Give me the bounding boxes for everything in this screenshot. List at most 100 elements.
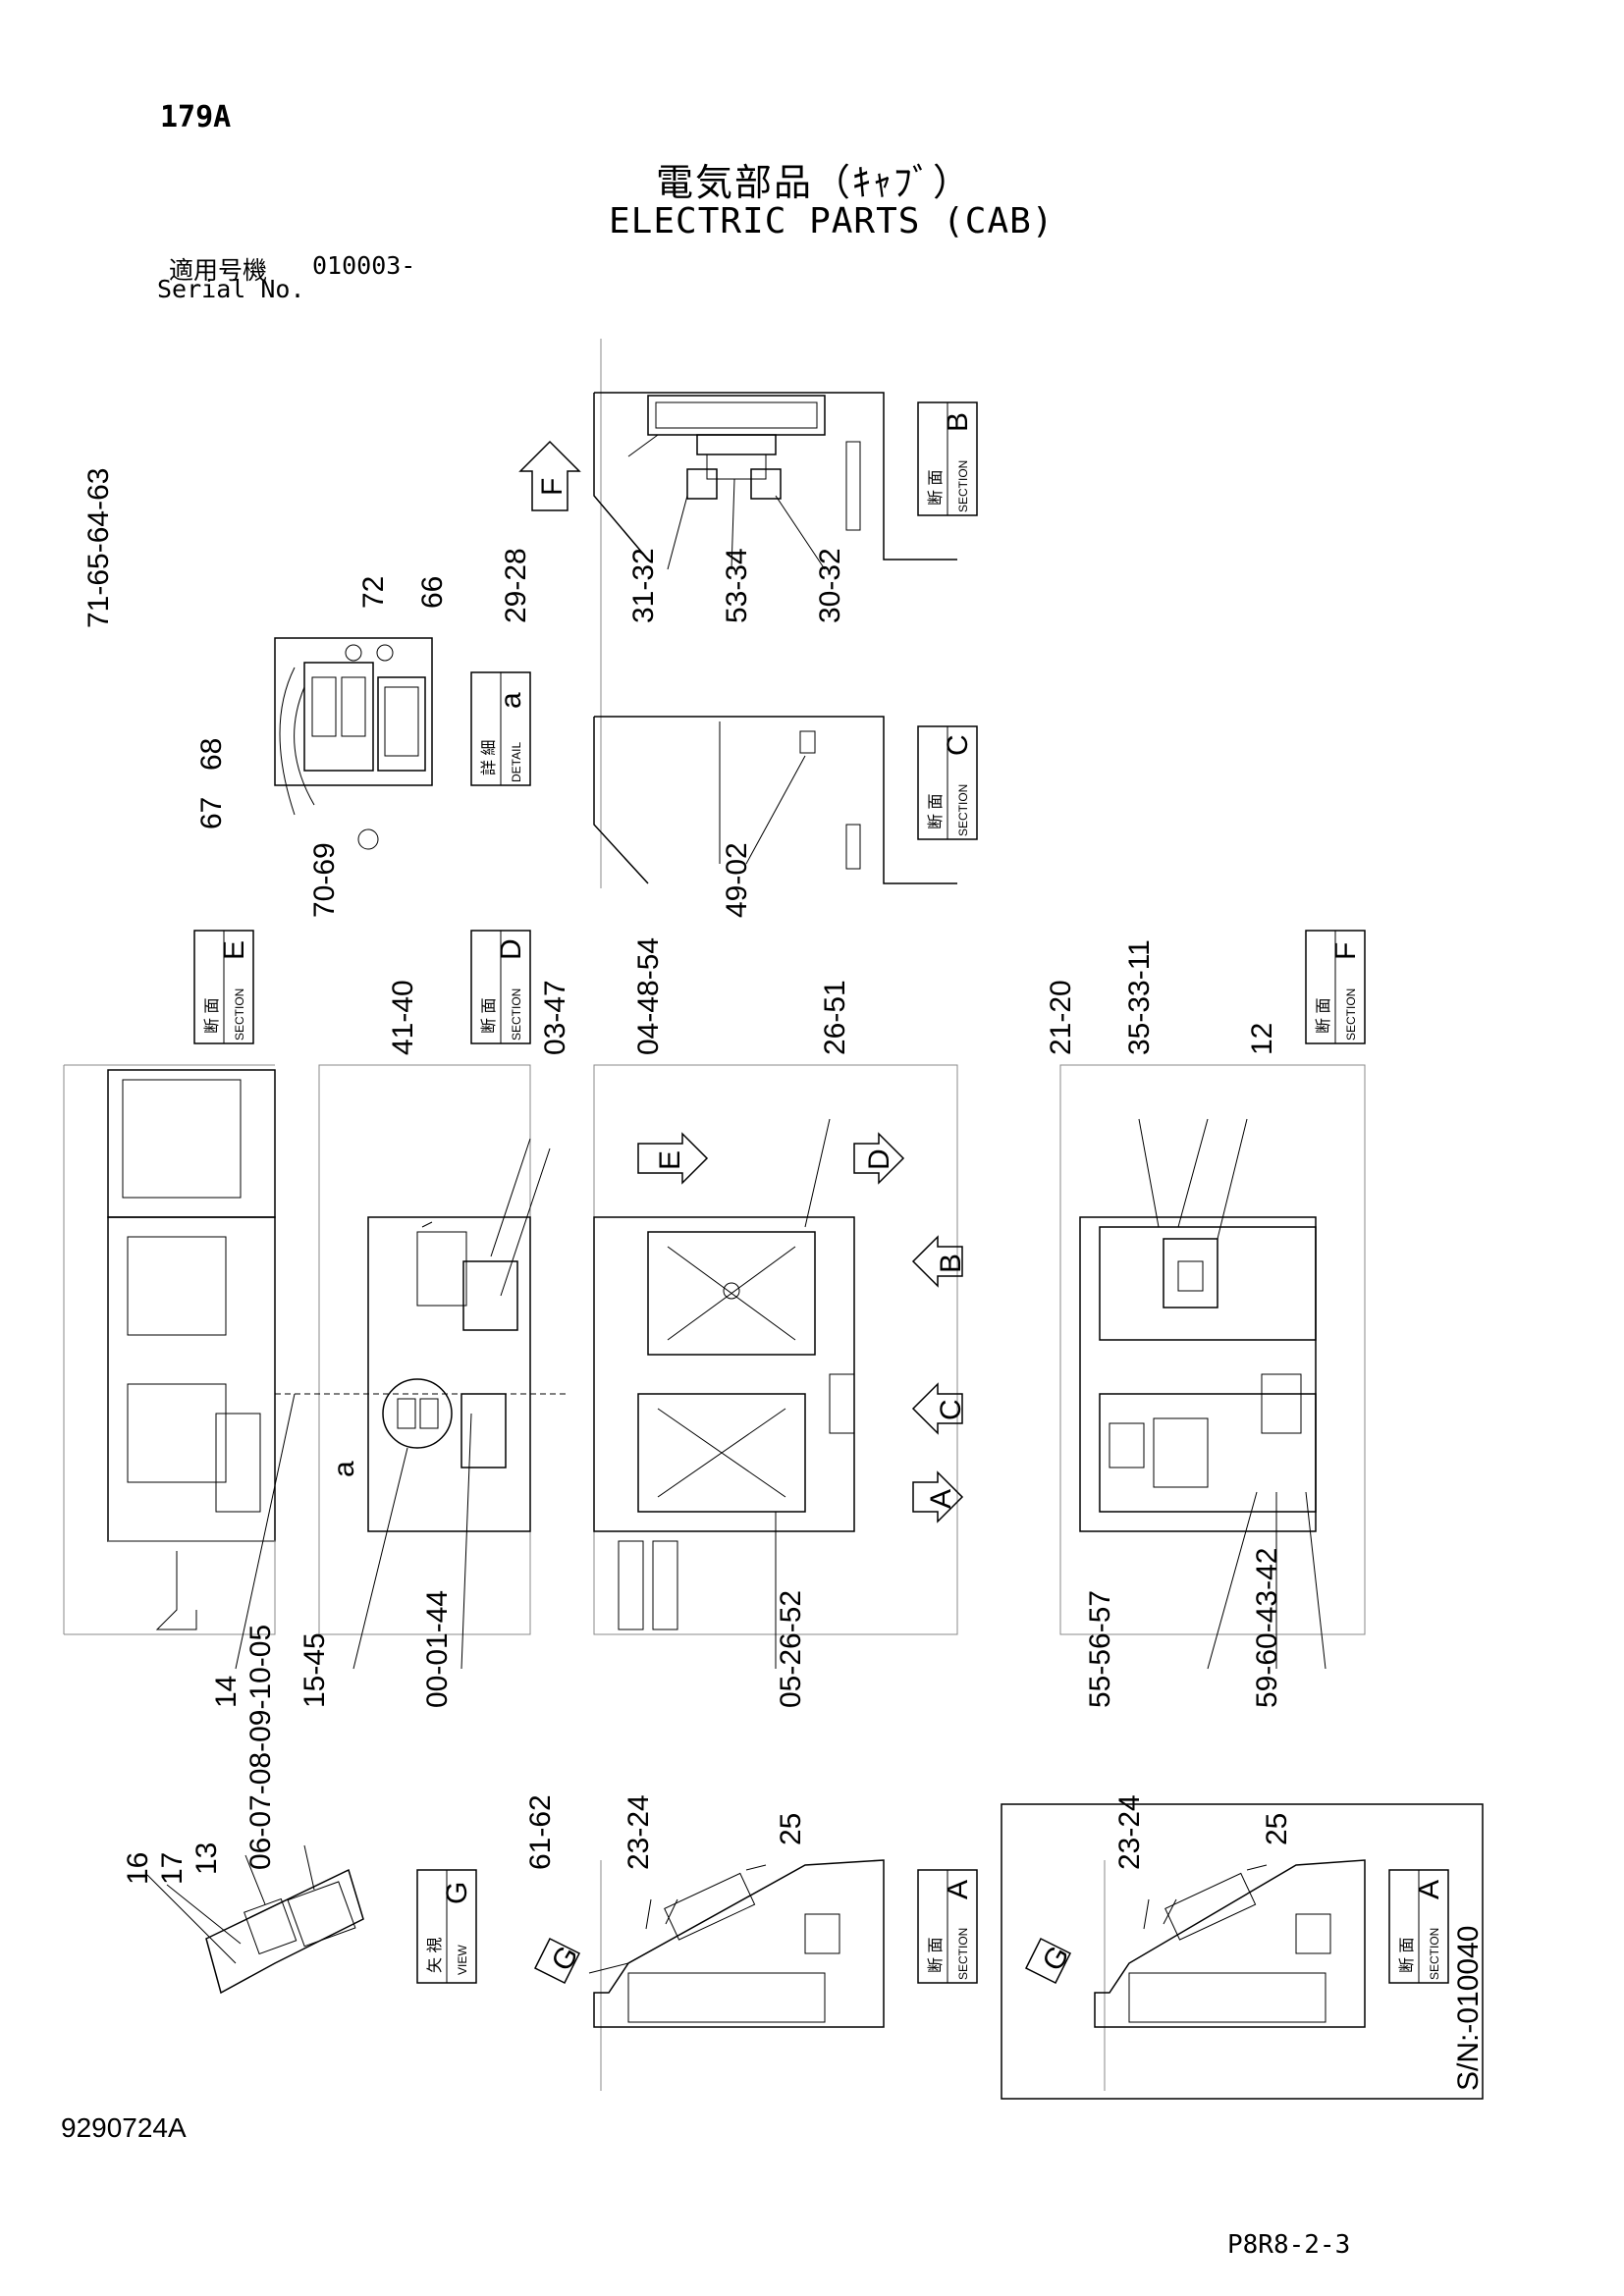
arrow-b: B (911, 1235, 967, 1288)
callout-06-07-08-09-10-05: 06-07-08-09-10-05 (244, 1625, 277, 1870)
callout-21-20: 21-20 (1045, 980, 1077, 1055)
section-d-view (275, 1064, 569, 1670)
arrow-a-letter: A (925, 1489, 957, 1509)
callout-35-33-11: 35-33-11 (1123, 939, 1156, 1055)
section-c-tag-en: SECTION (956, 784, 970, 836)
section-a-view (588, 1859, 885, 2091)
detail-a-tag-en: DETAIL (510, 742, 523, 782)
section-d-tag: 断 面 SECTION D (470, 930, 531, 1044)
callout-16: 16 (122, 1852, 154, 1885)
section-d-tag-jp: 断 面 (480, 998, 498, 1034)
section-f-letter: F (1329, 942, 1362, 960)
arrow-g-1: G (533, 1937, 585, 1985)
view-g-letter: G (441, 1882, 473, 1904)
serial-note-frame (1001, 1803, 1484, 2100)
callout-59-60-43-42: 59-60-43-42 (1251, 1548, 1283, 1708)
arrow-a: A (912, 1470, 964, 1523)
callout-68: 68 (195, 738, 228, 771)
section-a-tag-en: SECTION (956, 1928, 970, 1980)
callout-72: 72 (357, 576, 390, 609)
section-a2-tag-jp: 断 面 (1398, 1938, 1416, 1973)
callout-00-01-44: 00-01-44 (421, 1590, 454, 1708)
callout-70-69: 70-69 (308, 842, 341, 918)
section-b-tag: 断 面 SECTION B (917, 401, 978, 516)
arrow-g-2: G (1024, 1937, 1076, 1985)
detail-a-tag: 詳 細 DETAIL a (470, 671, 531, 786)
arrow-g-2-letter: G (1036, 1941, 1075, 1977)
view-g-tag-en: VIEW (456, 1945, 469, 1975)
sheet-code: P8R8-2-3 (1227, 2230, 1351, 2260)
callout-17: 17 (156, 1852, 189, 1885)
arrow-d-letter: D (863, 1148, 895, 1170)
view-g-tag: 矢 視 VIEW G (416, 1869, 477, 1984)
section-a-letter: A (942, 1880, 974, 1899)
callout-49-02: 49-02 (721, 842, 753, 918)
arrow-c: C (911, 1382, 967, 1435)
section-a2-callouts: 23-24 25 (1113, 1794, 1293, 1870)
view-g-tag-jp: 矢 視 (426, 1938, 444, 1973)
arrow-c-letter: C (935, 1399, 967, 1420)
section-f-callouts: 21-20 35-33-11 12 (1045, 939, 1278, 1055)
callout-13: 13 (190, 1842, 223, 1875)
section-a2-view (1094, 1859, 1366, 2091)
arrow-d: D (853, 1132, 905, 1185)
section-d-callouts: 41-40 03-47 04-48-54 26-51 (387, 937, 851, 1055)
callout-55-56-57: 55-56-57 (1084, 1590, 1116, 1708)
arrow-e-letter: E (654, 1150, 686, 1170)
serial-range: 010003- (312, 251, 416, 280)
section-f-tag-en: SECTION (1344, 988, 1358, 1041)
callout-29-28: 29-28 (500, 548, 532, 623)
section-e-view (63, 1064, 296, 1670)
section-b-tag-jp: 断 面 (927, 470, 945, 506)
callout-03-47: 03-47 (539, 980, 571, 1055)
callout-15-45: 15-45 (298, 1632, 331, 1708)
section-f-tag: 断 面 SECTION F (1305, 930, 1366, 1044)
callout-61-62: 61-62 (524, 1794, 557, 1870)
callout-04-48-54: 04-48-54 (632, 937, 665, 1055)
section-a2-tag: 断 面 SECTION A (1388, 1869, 1449, 1984)
callout-25-b: 25 (1261, 1813, 1293, 1845)
callout-71-65-64-63: 71-65-64-63 (82, 468, 115, 628)
section-b-tag-en: SECTION (956, 460, 970, 512)
callout-23-24: 23-24 (623, 1794, 655, 1870)
callout-30-32: 30-32 (814, 548, 846, 623)
view-g-drawing (146, 1844, 364, 1995)
section-c-letter: C (942, 734, 974, 756)
callout-41-40: 41-40 (387, 980, 419, 1055)
callout-23-24-b: 23-24 (1113, 1794, 1146, 1870)
detail-a-tag-jp: 詳 細 (480, 740, 498, 775)
arrow-b-letter: B (935, 1254, 967, 1273)
section-a2-letter: A (1413, 1880, 1445, 1899)
callout-12: 12 (1246, 1023, 1278, 1055)
section-e-tag-jp: 断 面 (203, 998, 221, 1034)
section-a-tag: 断 面 SECTION A (917, 1869, 978, 1984)
section-f-tag-jp: 断 面 (1315, 998, 1332, 1034)
section-d-tag-en: SECTION (510, 988, 523, 1041)
callout-31-32: 31-32 (627, 548, 660, 623)
section-b-callouts: 29-28 31-32 53-34 30-32 (500, 548, 846, 623)
section-e-tag-en: SECTION (233, 988, 246, 1041)
detail-a-callouts: 71-65-64-63 72 66 68 67 70-69 (82, 468, 449, 918)
callout-66: 66 (416, 576, 449, 609)
section-a-tag-jp: 断 面 (927, 1938, 945, 1973)
callout-14: 14 (210, 1676, 243, 1708)
section-e-tag: 断 面 SECTION E (193, 930, 254, 1044)
callout-53-34: 53-34 (721, 548, 753, 623)
detail-a-marker: a (328, 1461, 360, 1477)
detail-a-letter: a (495, 692, 527, 709)
section-e-letter: E (218, 940, 250, 960)
callout-05-26-52: 05-26-52 (775, 1590, 807, 1708)
section-b-letter: B (942, 412, 974, 432)
serial-note: S/N:-010040 (1452, 1926, 1485, 2091)
drawing-number: 9290724A (61, 2112, 187, 2143)
page-number: 179A (160, 100, 232, 134)
arrow-e: E (637, 1132, 709, 1185)
section-f-view (1059, 1064, 1366, 1670)
section-a2-tag-en: SECTION (1428, 1928, 1441, 1980)
main-center-view (593, 1064, 958, 1669)
serial-label-japanese: 適用号機 (169, 256, 268, 285)
arrow-f: F (518, 440, 581, 511)
section-c-tag-jp: 断 面 (927, 794, 945, 829)
section-c-view (593, 648, 957, 888)
